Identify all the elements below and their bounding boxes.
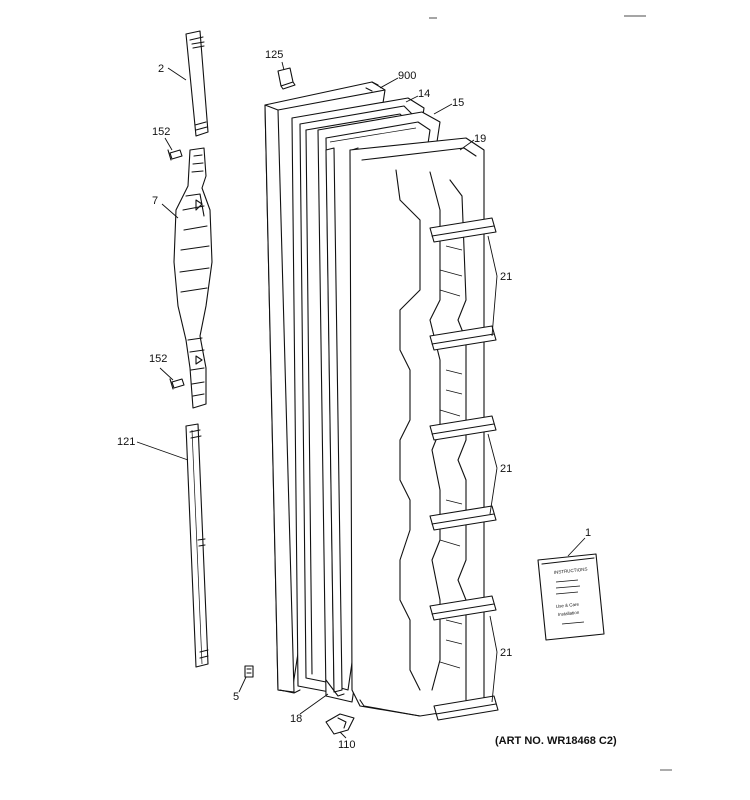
callouts: 2 152 7 152 121 125 900 14 15 19 21 21 2… [117, 49, 591, 751]
part-5-clip [244, 665, 254, 678]
callout-15: 15 [452, 97, 464, 109]
part-2-handle-cap [185, 30, 209, 137]
callout-1: 1 [585, 527, 591, 539]
part-21-shelf-bar-2 [429, 325, 497, 351]
part-152-screw-top [167, 149, 183, 161]
part-21-shelf-bar-4 [429, 505, 497, 531]
callout-2: 2 [158, 63, 164, 75]
part-7-handle [173, 147, 213, 409]
leader-lines [136, 61, 586, 739]
art-number: (ART NO. WR18468 C2) [495, 735, 617, 747]
part-125-plug [277, 67, 296, 90]
callout-21-lower: 21 [500, 647, 512, 659]
part-21-shelf-bar-6 [433, 695, 499, 721]
callout-18: 18 [290, 713, 302, 725]
callout-900: 900 [398, 70, 416, 82]
callout-19: 19 [474, 133, 486, 145]
callout-121: 121 [117, 436, 135, 448]
part-152-screw-bottom [169, 378, 185, 390]
callout-5: 5 [233, 691, 239, 703]
part-121-trim-strip [185, 423, 209, 668]
callout-21-upper: 21 [500, 271, 512, 283]
part-21-shelf-bar-1 [429, 217, 497, 243]
callout-7: 7 [152, 195, 158, 207]
callout-125: 125 [265, 49, 283, 61]
manual-line-1: INSTRUCTIONS [554, 566, 588, 575]
callout-21-middle: 21 [500, 463, 512, 475]
manual-line-3: Installation [558, 610, 580, 617]
callout-152-top: 152 [152, 126, 170, 138]
callout-110: 110 [338, 739, 356, 751]
part-18-side-strip [325, 147, 345, 697]
part-110-cap [325, 713, 355, 735]
manual-line-2: Use & Care [556, 602, 580, 609]
part-1-manual: INSTRUCTIONS Use & Care Installation [537, 553, 605, 641]
callout-152-bottom: 152 [149, 353, 167, 365]
part-21-shelf-bar-5 [429, 595, 497, 621]
corner-mark-top [429, 15, 646, 19]
callout-14: 14 [418, 88, 430, 100]
part-21-shelf-bar-3 [429, 415, 497, 441]
